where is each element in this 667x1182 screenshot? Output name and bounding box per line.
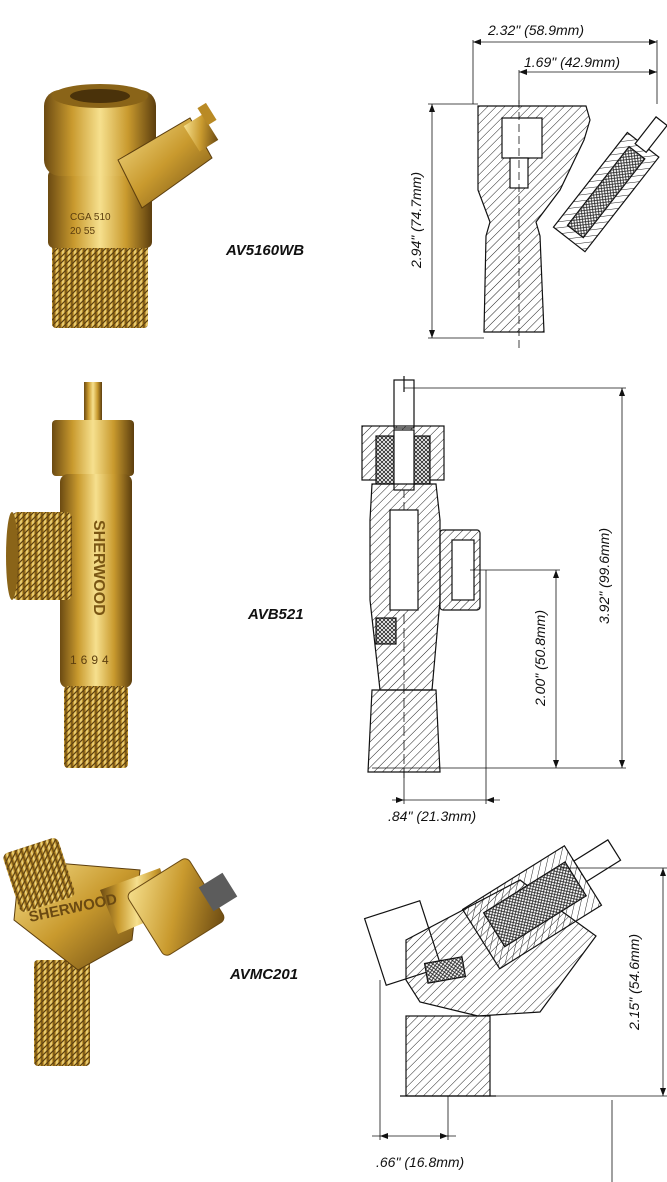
valve-photo-avb521: SHERWOOD 1694	[6, 382, 134, 768]
dim-label-offset-avb521: .84" (21.3mm)	[388, 808, 477, 824]
dim-label-height-avmc201: 2.15" (54.6mm)	[626, 934, 642, 1031]
stamp-line2: 20 55	[70, 226, 95, 237]
stamp-line1: CGA 510	[70, 212, 111, 223]
dim-label-total-height: 3.92" (99.6mm)	[596, 528, 612, 625]
valve-photo-avmc201: SHERWOOD	[3, 838, 238, 1066]
drawing-av5160wb	[428, 39, 667, 348]
dim-label-outlet-height: 2.00" (50.8mm)	[532, 610, 548, 707]
brand-engraving-avb521: SHERWOOD	[90, 520, 107, 616]
model-label-avmc201: AVMC201	[230, 966, 299, 983]
dim-label-inlet-width: 1.69" (42.9mm)	[524, 54, 621, 70]
valve-photo-av5160wb: CGA 510 20 55	[44, 84, 219, 328]
drawing-avb521	[361, 376, 626, 804]
dim-label-offset-avmc201: .66" (16.8mm)	[376, 1154, 465, 1170]
model-label-avb521: AVB521	[248, 606, 304, 623]
drawing-avmc201	[363, 839, 667, 1182]
dim-label-height-av5160wb: 2.94" (74.7mm)	[408, 172, 424, 269]
stamp-avb521: 1694	[70, 653, 113, 667]
dim-label-overall-width: 2.32" (58.9mm)	[488, 22, 585, 38]
model-label-av5160wb: AV5160WB	[226, 242, 305, 259]
